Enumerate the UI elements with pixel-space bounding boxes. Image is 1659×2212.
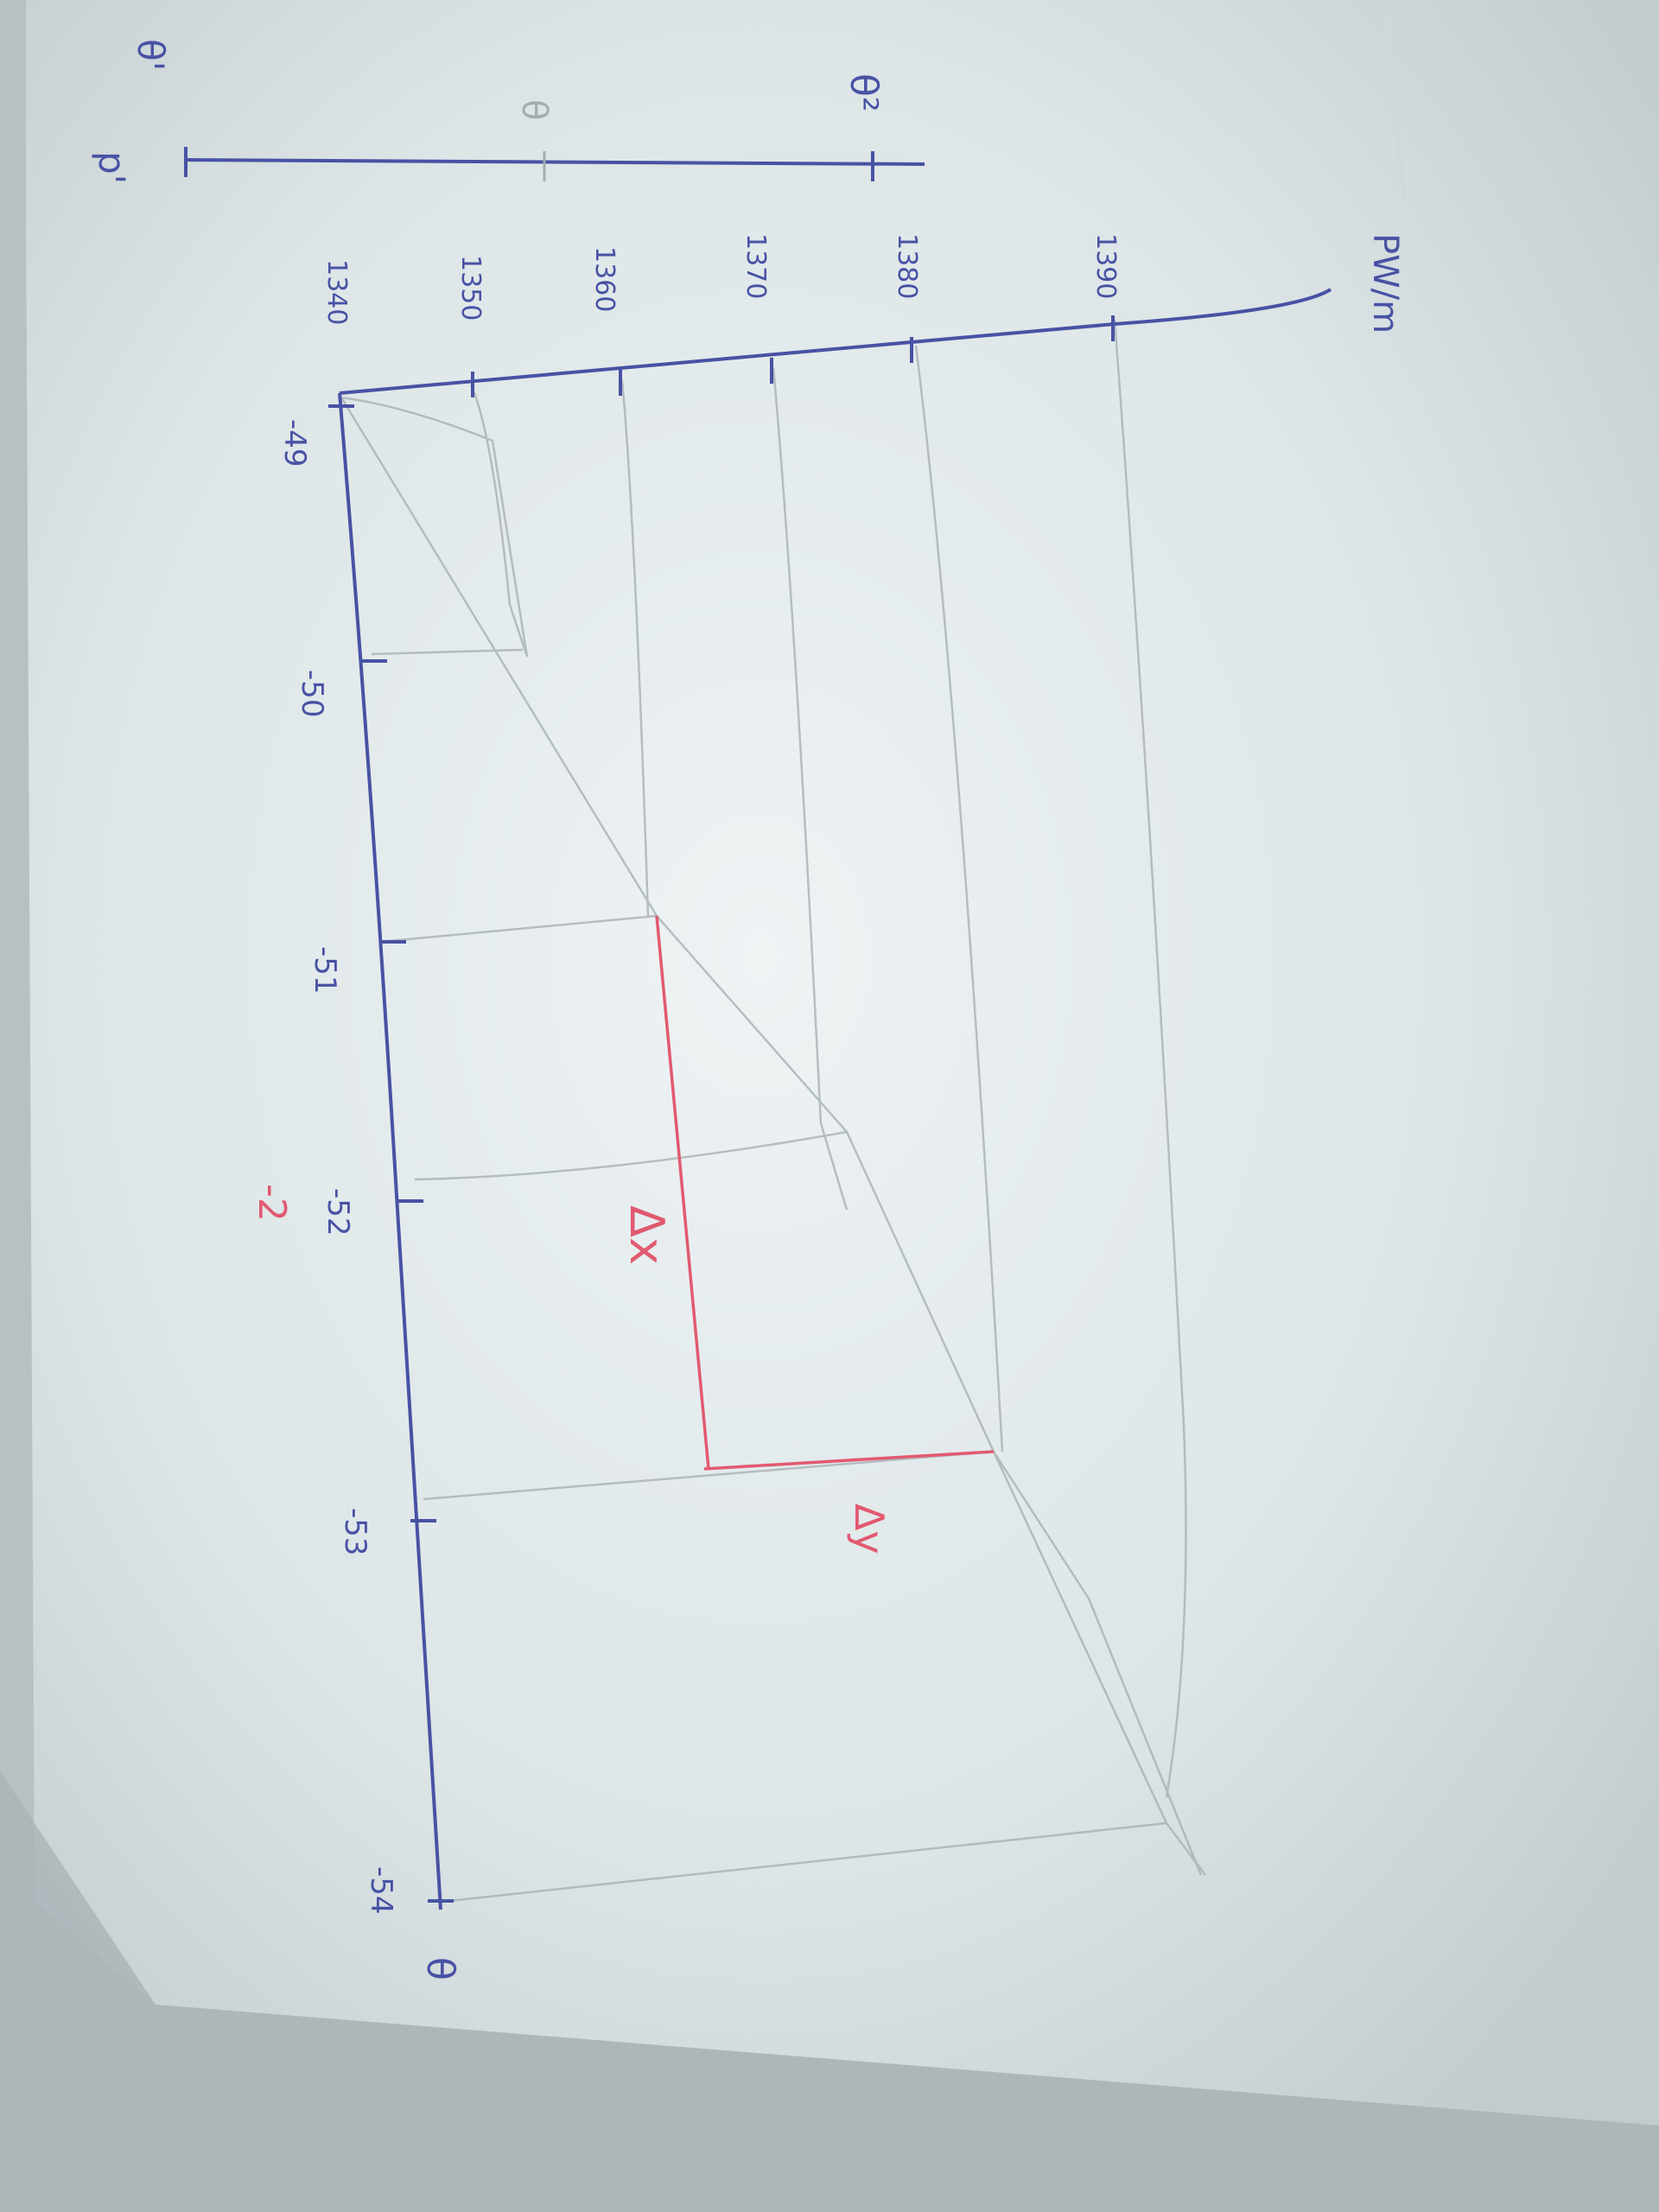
legend-p-prime: p' xyxy=(91,151,133,184)
y-axis-unit-label: PW/m xyxy=(1365,233,1405,334)
x-tick-label: -49 xyxy=(277,419,312,467)
y-tick-labels: 1340 1350 1360 1370 1380 1390 xyxy=(321,233,1121,325)
legend-theta-prime: θ' xyxy=(130,39,172,71)
y-tick-label: 1350 xyxy=(455,255,486,321)
paper-shadow xyxy=(0,1771,1659,2212)
red-delta-lines xyxy=(655,915,995,1471)
paper-sheet xyxy=(26,0,1659,2126)
delta-x-label: Δx xyxy=(620,1205,674,1265)
x-tick-label: -51 xyxy=(308,946,342,995)
red-minus-two-label: -2 xyxy=(250,1184,294,1222)
x-axis-ticks xyxy=(328,404,454,1903)
x-axis-line xyxy=(338,392,442,1910)
blue-axes xyxy=(185,158,1332,1910)
y-tick-label: 1360 xyxy=(589,246,620,312)
legend-ticks xyxy=(184,147,874,181)
x-axis-end-label: θ xyxy=(418,1957,462,1980)
legend-theta: θ xyxy=(514,99,554,120)
x-tick-label: -52 xyxy=(321,1188,355,1236)
legend-axis-line xyxy=(185,158,925,166)
y-axis-line xyxy=(339,288,1332,395)
legend-theta-squared: θ² xyxy=(842,73,886,112)
paper-fold-line xyxy=(1381,0,1406,200)
y-tick-label: 1380 xyxy=(892,233,922,299)
x-tick-label: -53 xyxy=(338,1508,372,1556)
y-tick-label: 1370 xyxy=(741,233,771,299)
x-tick-labels: -49 -50 -51 -52 -53 -54 xyxy=(277,419,398,1915)
x-tick-label: -54 xyxy=(364,1866,398,1915)
pencil-grid xyxy=(340,319,1206,1903)
y-tick-label: 1390 xyxy=(1090,233,1121,299)
x-tick-label: -50 xyxy=(295,670,329,718)
delta-y-label: Δy xyxy=(846,1503,893,1554)
y-tick-label: 1340 xyxy=(321,259,352,325)
y-axis-ticks xyxy=(471,315,1115,397)
